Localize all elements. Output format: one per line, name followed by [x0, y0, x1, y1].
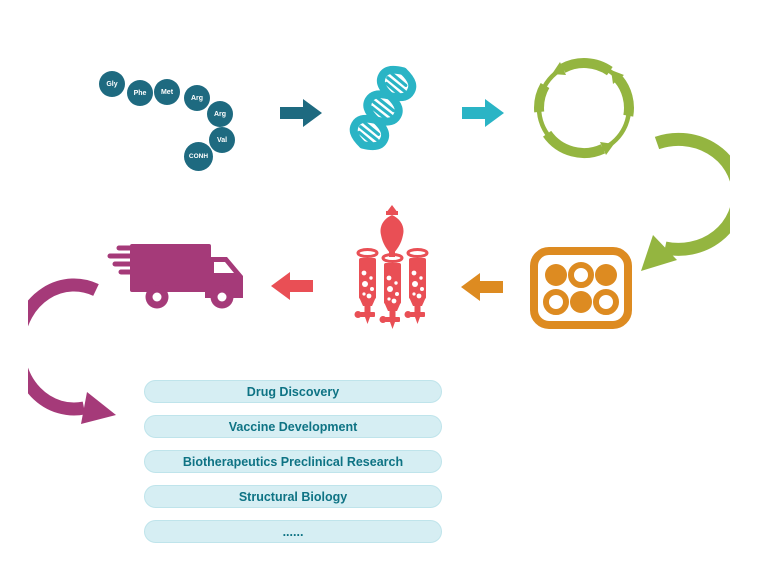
arrow-right-icon [462, 99, 504, 127]
plasmid-icon [534, 58, 634, 158]
application-item: Drug Discovery [144, 380, 442, 403]
residue-circle: Val [209, 127, 235, 153]
residue-circle: Phe [127, 80, 153, 106]
residue-circle: CONH [184, 142, 213, 171]
dna-icon [349, 65, 417, 151]
application-item: Vaccine Development [144, 415, 442, 438]
application-item: Biotherapeutics Preclinical Research [144, 450, 442, 473]
curved-arrow-icon [641, 132, 730, 271]
chromatography-columns-icon [354, 205, 429, 329]
arrow-left-icon [461, 273, 503, 301]
arrow-right-icon [280, 99, 322, 127]
application-item-more: ...... [144, 520, 442, 543]
application-item: Structural Biology [144, 485, 442, 508]
residue-circle: Gly [99, 71, 125, 97]
arrow-left-icon [271, 272, 313, 300]
well-plate-icon [530, 247, 632, 329]
delivery-truck-icon [107, 244, 243, 309]
residue-circle: Arg [207, 101, 233, 127]
residue-circle: Arg [184, 85, 210, 111]
curved-arrow-icon [28, 278, 116, 424]
residue-circle: Met [154, 79, 180, 105]
